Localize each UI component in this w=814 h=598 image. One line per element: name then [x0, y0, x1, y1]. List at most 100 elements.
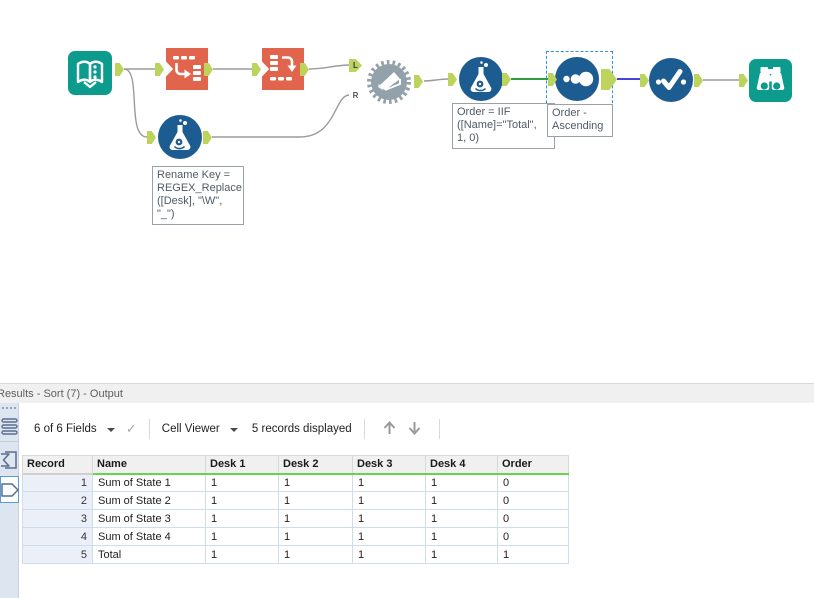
workflow-canvas[interactable]: L R [0, 0, 814, 383]
formula-rename-tool[interactable] [158, 115, 202, 159]
fields-dropdown[interactable]: 6 of 6 Fields [34, 423, 115, 435]
table-cell[interactable]: 1 [425, 527, 498, 546]
table-cell[interactable]: Sum of State 2 [92, 491, 206, 510]
column-header-desk4[interactable]: Desk 4 [425, 455, 498, 475]
results-title-text: Results - Sort (7) - Output [0, 388, 123, 400]
table-cell[interactable]: 1 [205, 527, 279, 546]
join-right-input-anchor[interactable]: R [349, 89, 362, 102]
sort-dots-icon [563, 71, 594, 87]
join-left-anchor-label: L [353, 61, 358, 70]
table-cell[interactable]: 0 [497, 509, 569, 528]
apply-check-icon[interactable]: ✓ [125, 421, 137, 436]
table-cell[interactable]: 1 [278, 509, 353, 528]
table-cell[interactable]: 1 [205, 473, 279, 492]
column-header-order[interactable]: Order [497, 455, 569, 475]
table-cell[interactable]: 1 [278, 545, 353, 564]
table-row[interactable]: 1 Sum of State 1 1 1 1 1 0 [22, 473, 569, 492]
table-cell[interactable]: 1 [425, 509, 498, 528]
crosstab-input-anchor[interactable] [252, 63, 261, 76]
table-cell[interactable]: 1 [352, 473, 426, 492]
macro-output-anchor[interactable] [414, 75, 423, 88]
annotation-sort[interactable]: Order - Ascending [547, 104, 613, 137]
table-cell[interactable]: 1 [497, 545, 569, 564]
formula-rename-input-anchor[interactable] [147, 131, 156, 144]
table-cell[interactable]: 1 [205, 509, 279, 528]
table-cell[interactable]: 1 [352, 545, 426, 564]
check-output-anchor[interactable] [694, 74, 703, 87]
join-left-input-anchor[interactable]: L [349, 59, 362, 72]
column-header-desk1[interactable]: Desk 1 [205, 455, 279, 475]
table-cell[interactable]: 1 [425, 545, 498, 564]
annotation-line: "_") [157, 208, 175, 220]
browse-input-anchor[interactable] [739, 74, 748, 87]
connection-join-formula2[interactable] [423, 78, 449, 82]
table-cell[interactable]: Sum of State 4 [92, 527, 206, 546]
connection-layer [123, 64, 739, 138]
crosstab-output-anchor[interactable] [300, 63, 309, 76]
panel-grip-handle[interactable] [2, 407, 16, 409]
table-cell[interactable]: 1 [278, 491, 353, 510]
table-cell[interactable]: Sum of State 3 [92, 509, 206, 528]
record-number-cell[interactable]: 2 [22, 491, 93, 510]
record-number-cell[interactable]: 4 [22, 527, 93, 546]
check-input-anchor[interactable] [640, 74, 649, 87]
browse-tool[interactable] [749, 59, 792, 102]
table-cell[interactable]: 1 [278, 527, 353, 546]
connection-crosstab-join-left[interactable] [308, 64, 350, 70]
fields-dropdown-label: 6 of 6 Fields [34, 423, 97, 435]
transpose-output-anchor[interactable] [204, 63, 213, 76]
results-side-strip [0, 403, 19, 598]
table-cell[interactable]: 1 [352, 509, 426, 528]
connection-formula-join-right[interactable] [212, 94, 350, 138]
table-cell[interactable]: 1 [425, 473, 498, 492]
table-row[interactable]: 3 Sum of State 3 1 1 1 1 0 [22, 509, 569, 528]
strip-divider [0, 441, 19, 442]
toolbar-separator [363, 419, 365, 439]
table-cell[interactable]: 0 [497, 527, 569, 546]
formula-rename-output-anchor[interactable] [203, 131, 212, 144]
table-cell[interactable]: 1 [278, 473, 353, 492]
table-cell[interactable]: 1 [425, 491, 498, 510]
data-view-button[interactable] [1, 480, 20, 505]
scroll-up-button[interactable] [382, 420, 397, 439]
annotation-rename[interactable]: Rename Key = REGEX_Replace ([Desk], "\W"… [152, 166, 244, 225]
table-cell[interactable]: Sum of State 1 [92, 473, 206, 492]
record-number-cell[interactable]: 1 [22, 473, 93, 492]
transpose-input-anchor[interactable] [155, 63, 164, 76]
column-header-desk3[interactable]: Desk 3 [352, 455, 426, 475]
table-row[interactable]: 2 Sum of State 2 1 1 1 1 0 [22, 491, 569, 510]
table-cell[interactable]: 0 [497, 473, 569, 492]
connection-input-formula[interactable] [123, 68, 148, 138]
table-row[interactable]: 4 Sum of State 4 1 1 1 1 0 [22, 527, 569, 546]
sort-output-anchor[interactable] [601, 69, 617, 90]
sort-tool[interactable] [555, 57, 599, 101]
table-cell[interactable]: 1 [205, 545, 279, 564]
formula-order-tool[interactable] [459, 57, 503, 101]
record-number-cell[interactable]: 5 [22, 545, 93, 564]
record-number-cell[interactable]: 3 [22, 509, 93, 528]
scroll-down-button[interactable] [407, 420, 422, 439]
check-tool[interactable] [649, 58, 693, 102]
annotation-line: ([Desk], "\W", [157, 195, 223, 207]
annotation-line: ([Name]="Total", [457, 119, 537, 131]
annotation-order-formula[interactable]: Order = IIF ([Name]="Total", 1, 0) [452, 103, 555, 149]
table-cell[interactable]: Total [92, 545, 206, 564]
cell-viewer-dropdown[interactable]: Cell Viewer [162, 423, 238, 435]
column-header-name[interactable]: Name [92, 455, 206, 475]
list-view-button[interactable] [1, 417, 18, 442]
column-header-desk2[interactable]: Desk 2 [278, 455, 353, 475]
input-data-tool[interactable] [68, 51, 112, 95]
table-cell[interactable]: 0 [497, 491, 569, 510]
sort-input-anchor[interactable] [548, 73, 557, 86]
table-cell[interactable]: 1 [352, 491, 426, 510]
records-displayed-label: 5 records displayed [251, 423, 352, 435]
table-cell[interactable]: 1 [352, 527, 426, 546]
formula-order-input-anchor[interactable] [448, 73, 457, 86]
macro-gear-tool[interactable] [366, 59, 412, 105]
metadata-view-button[interactable] [0, 449, 19, 476]
formula-order-output-anchor[interactable] [502, 73, 511, 86]
table-row[interactable]: 5 Total 1 1 1 1 1 [22, 545, 569, 564]
table-cell[interactable]: 1 [205, 491, 279, 510]
input-output-anchor[interactable] [115, 63, 124, 76]
column-header-record[interactable]: Record [22, 455, 93, 475]
